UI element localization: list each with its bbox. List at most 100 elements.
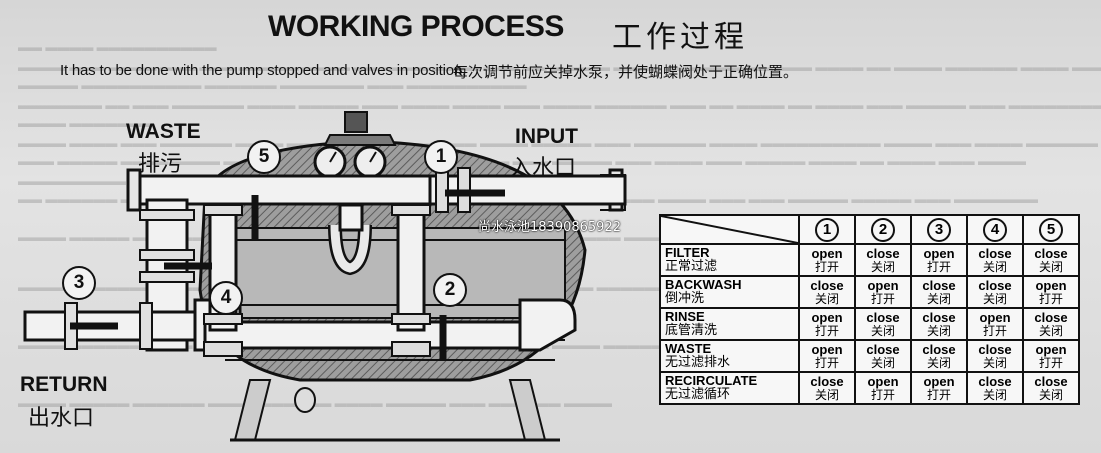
valve-marker-4: 4 [209,281,243,315]
waste-label-cn: 排污 [138,152,183,177]
valve-state: open [1035,277,1067,293]
tank-risers [203,203,431,357]
return-label: RETURN [20,373,108,396]
valve-state-cn: 关闭 [982,259,1007,274]
mode-name: FILTER [665,245,710,260]
valve-state-cn: 打开 [926,387,951,402]
bottom-manifold [203,298,577,352]
valve-state-cn: 关闭 [870,259,895,274]
valve-state-cn: 关闭 [1038,387,1063,402]
table-header-row: 1 2 3 4 5 [659,214,1080,245]
mode-name: WASTE [665,341,712,356]
input-label: INPUT [515,125,578,148]
valve-marker-1: 1 [424,140,458,174]
page-title-cn: 工作过程 [612,20,748,55]
valve-state-cn: 关闭 [1038,259,1063,274]
valve-state: open [923,373,955,389]
valve-state: close [866,309,900,325]
valve-state: close [978,245,1012,261]
valve-state: open [811,341,843,357]
valve-state-cn: 打开 [814,355,839,370]
valve-state: close [922,309,956,325]
instruction-text: It has to be done with the pump stopped … [60,62,467,79]
valve-state: close [1034,309,1068,325]
valve-state-cn: 关闭 [926,291,951,306]
valve-state-cn: 关闭 [870,323,895,338]
page-title: WORKING PROCESS [268,10,564,43]
valve-state: open [811,245,843,261]
valve-state-cn: 打开 [1038,355,1063,370]
valve-state: close [978,341,1012,357]
diagonal-divider [661,216,798,243]
valve-state-cn: 关闭 [982,291,1007,306]
valve-state: open [1035,341,1067,357]
valve-marker-5: 5 [247,140,281,174]
valve-handles [70,189,505,360]
valve-state-cn: 打开 [982,323,1007,338]
valve-state: open [979,309,1011,325]
valve-state-cn: 关闭 [982,355,1007,370]
valve-state-cn: 打开 [814,323,839,338]
mode-name-cn: 无过滤排水 [665,355,731,370]
input-label-cn: 入水口 [510,156,577,181]
valve-state: close [810,277,844,293]
mode-name-cn: 正常过滤 [665,259,718,274]
mode-name: RECIRCULATE [665,373,758,388]
waste-label: WASTE [126,120,201,143]
valve-state-cn: 关闭 [1038,323,1063,338]
valve-state: close [866,341,900,357]
valve-state-cn: 关闭 [926,355,951,370]
valve-state: close [810,373,844,389]
valve-state: close [866,245,900,261]
return-label-cn: 出水口 [28,406,95,431]
valve-marker-2: 2 [433,273,467,307]
valve-state: close [1034,373,1068,389]
valve-state-cn: 打开 [1038,291,1063,306]
valve-state: close [978,277,1012,293]
valve-state-cn: 打开 [814,259,839,274]
valve-state: open [811,309,843,325]
mode-name: RINSE [665,309,705,324]
header-valve-5: 5 [1022,214,1080,245]
mode-name: BACKWASH [665,277,742,292]
table-corner-cell [659,214,800,245]
valve-state-cn: 打开 [926,259,951,274]
valve-state-cn: 打开 [870,387,895,402]
valve-state: open [867,373,899,389]
valve-state-cn: 关闭 [982,387,1007,402]
valve-state: close [922,277,956,293]
instruction-text-cn: 每次调节前应关掉水泵，并使蝴蝶阀处于正确位置。 [453,63,799,81]
mode-name-cn: 无过滤循环 [665,387,731,402]
watermark-text: 尚水泳池18390865922 [478,220,621,235]
mode-name-cn: 倒冲洗 [665,291,705,306]
